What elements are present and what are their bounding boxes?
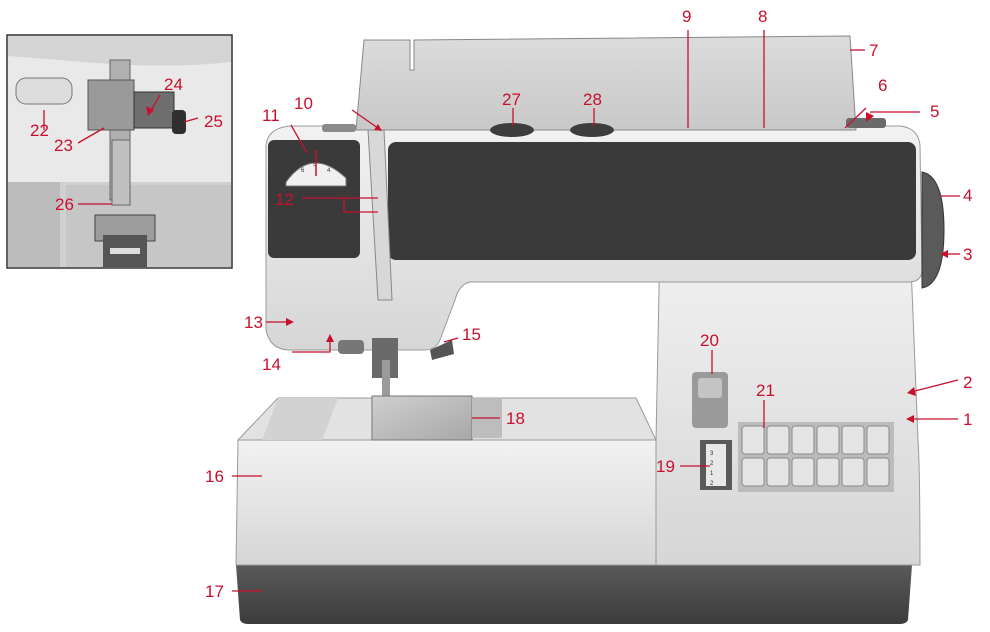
callout-11: 11 — [262, 106, 280, 125]
accessory-tray-base — [236, 565, 912, 624]
front-panel — [388, 142, 916, 260]
leader-lines — [43, 30, 960, 592]
callout-17: 17 — [205, 582, 224, 601]
callout-4: 4 — [963, 186, 972, 205]
stitch-selection-button[interactable] — [866, 425, 890, 455]
stitch-mark: 2 — [710, 461, 714, 467]
dial-mark: 4 — [327, 168, 331, 174]
handwheel[interactable] — [921, 171, 945, 289]
needle-plate — [371, 395, 473, 441]
stitch-selection-button[interactable] — [766, 457, 790, 487]
stitch-selection-button[interactable] — [791, 425, 815, 455]
callout-13: 13 — [244, 313, 263, 332]
dial-mark: 5 — [313, 162, 317, 168]
callout-2: 2 — [963, 373, 972, 392]
thread-guide-28 — [570, 123, 614, 137]
thread-guide-27 — [490, 123, 534, 137]
stitch-selection-button[interactable] — [841, 457, 865, 487]
callout-5: 5 — [930, 102, 939, 121]
stitch-mark: 2 — [710, 481, 714, 487]
callout-15: 15 — [462, 325, 481, 344]
callout-9: 9 — [682, 7, 691, 26]
callout-6: 6 — [878, 76, 887, 95]
callout-28: 28 — [583, 90, 602, 109]
callout-10: 10 — [294, 94, 313, 113]
stitch-selection-button[interactable] — [766, 425, 790, 455]
stitch-selection-button[interactable] — [816, 425, 840, 455]
head-panel — [268, 140, 360, 258]
free-arm — [235, 439, 659, 566]
callout-12: 12 — [275, 190, 294, 209]
callout-22: 22 — [30, 121, 49, 140]
callout-1: 1 — [963, 410, 972, 429]
presser-foot-detail-inset — [6, 34, 233, 269]
callout-24: 24 — [164, 75, 183, 94]
callout-21: 21 — [756, 381, 775, 400]
stitch-selection-button[interactable] — [816, 457, 840, 487]
thread-tension-dial: 6 5 4 — [285, 150, 347, 187]
dial-mark: 6 — [301, 168, 305, 174]
stitch-selection-button[interactable] — [866, 457, 890, 487]
stitch-selection-buttons — [738, 422, 894, 492]
stitch-selection-button[interactable] — [841, 425, 865, 455]
callout-8: 8 — [758, 7, 767, 26]
callout-7: 7 — [869, 41, 878, 60]
callout-20: 20 — [700, 331, 719, 350]
stitch-length-dial[interactable]: 3 2 1 2 — [700, 440, 732, 490]
stitch-selection-button[interactable] — [741, 457, 765, 487]
callout-18: 18 — [506, 409, 525, 428]
callout-23: 23 — [54, 136, 73, 155]
callout-16: 16 — [205, 467, 224, 486]
callout-labels: 1 2 3 4 5 6 7 8 9 10 11 12 13 14 15 16 1… — [30, 7, 972, 601]
stitch-selection-button[interactable] — [741, 425, 765, 455]
callout-27: 27 — [502, 90, 521, 109]
sewing-machine: 6 5 4 3 — [235, 35, 945, 624]
callout-25: 25 — [204, 112, 223, 131]
stitch-selection-button[interactable] — [791, 457, 815, 487]
top-lid — [355, 35, 857, 131]
callout-19: 19 — [656, 457, 675, 476]
reverse-button[interactable] — [692, 372, 728, 428]
stitch-mark: 1 — [710, 471, 714, 477]
callout-26: 26 — [55, 195, 74, 214]
stitch-mark: 3 — [710, 451, 714, 457]
callout-14: 14 — [262, 355, 281, 374]
callout-3: 3 — [963, 245, 972, 264]
